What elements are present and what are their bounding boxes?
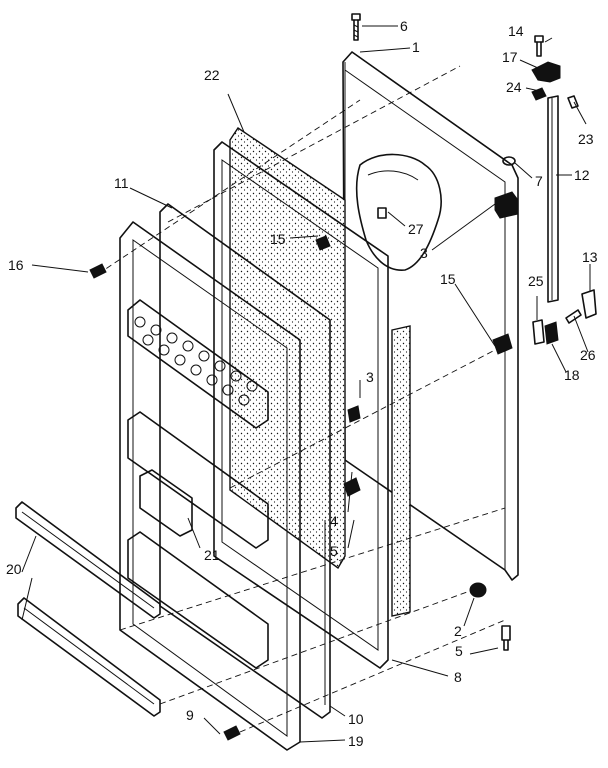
handle-trim-strip (547, 95, 559, 303)
callout-8: 8 (454, 669, 462, 685)
callout-5-bottom: 5 (455, 643, 463, 659)
hinge-spacer (531, 87, 547, 101)
egg-tray (134, 316, 258, 406)
callout-labels: 6 1 14 17 24 23 22 7 12 11 27 15 3 16 15… (6, 18, 598, 749)
callout-1: 1 (412, 39, 420, 55)
callout-10: 10 (348, 711, 364, 727)
screw-icon (351, 13, 361, 41)
callout-27: 27 (408, 221, 424, 237)
callout-6: 6 (400, 18, 408, 34)
callout-13: 13 (582, 249, 598, 265)
screw-icon (534, 35, 544, 57)
shelf-rails (15, 501, 161, 717)
callout-5-middle: 5 (330, 543, 338, 559)
hinge-bracket-middle (492, 333, 513, 355)
callout-7: 7 (535, 173, 543, 189)
callout-3-upper: 3 (420, 245, 428, 261)
handle-bracket (532, 319, 545, 345)
callout-11: 11 (114, 175, 129, 191)
callout-22: 22 (204, 67, 220, 83)
bushing (502, 156, 516, 166)
callout-18: 18 (564, 367, 580, 383)
callout-9: 9 (186, 707, 194, 723)
handle-bracket-lower (544, 321, 559, 345)
screw-icon (89, 263, 107, 279)
clip (377, 207, 387, 219)
hinge-pin (567, 95, 579, 109)
callout-2: 2 (454, 623, 462, 639)
screw-icon (501, 625, 511, 651)
screw-icon (343, 477, 361, 497)
callout-20: 20 (6, 561, 22, 577)
screw-icon (315, 235, 331, 251)
callout-15-upper: 15 (270, 231, 286, 247)
hinge-bracket-top (494, 191, 519, 219)
callout-12: 12 (574, 167, 590, 183)
fasteners (89, 235, 361, 741)
screw-icon (347, 405, 361, 423)
callout-16: 16 (8, 257, 24, 273)
handle-end-cap (581, 289, 597, 319)
callout-14: 14 (508, 23, 524, 39)
dairy-compartment (139, 469, 193, 537)
callout-19: 19 (348, 733, 364, 749)
cutaway-region (355, 153, 442, 271)
hinge-cap (531, 61, 561, 83)
callout-23: 23 (578, 131, 594, 147)
alignment-lines (97, 65, 506, 733)
callout-4: 4 (330, 513, 338, 529)
leader-lines (21, 25, 591, 743)
washer (469, 582, 487, 598)
door-gasket (213, 141, 389, 669)
outer-door-panel (342, 51, 519, 581)
screw-icon (223, 725, 241, 741)
callout-17: 17 (502, 49, 518, 65)
callout-3-lower: 3 (366, 369, 374, 385)
callout-25: 25 (528, 273, 544, 289)
callout-21: 21 (204, 547, 220, 563)
callout-26: 26 (580, 347, 596, 363)
callout-15-right: 15 (440, 271, 456, 287)
callout-24: 24 (506, 79, 522, 95)
foam-side-strip (391, 325, 411, 617)
screw-icon (565, 309, 582, 324)
